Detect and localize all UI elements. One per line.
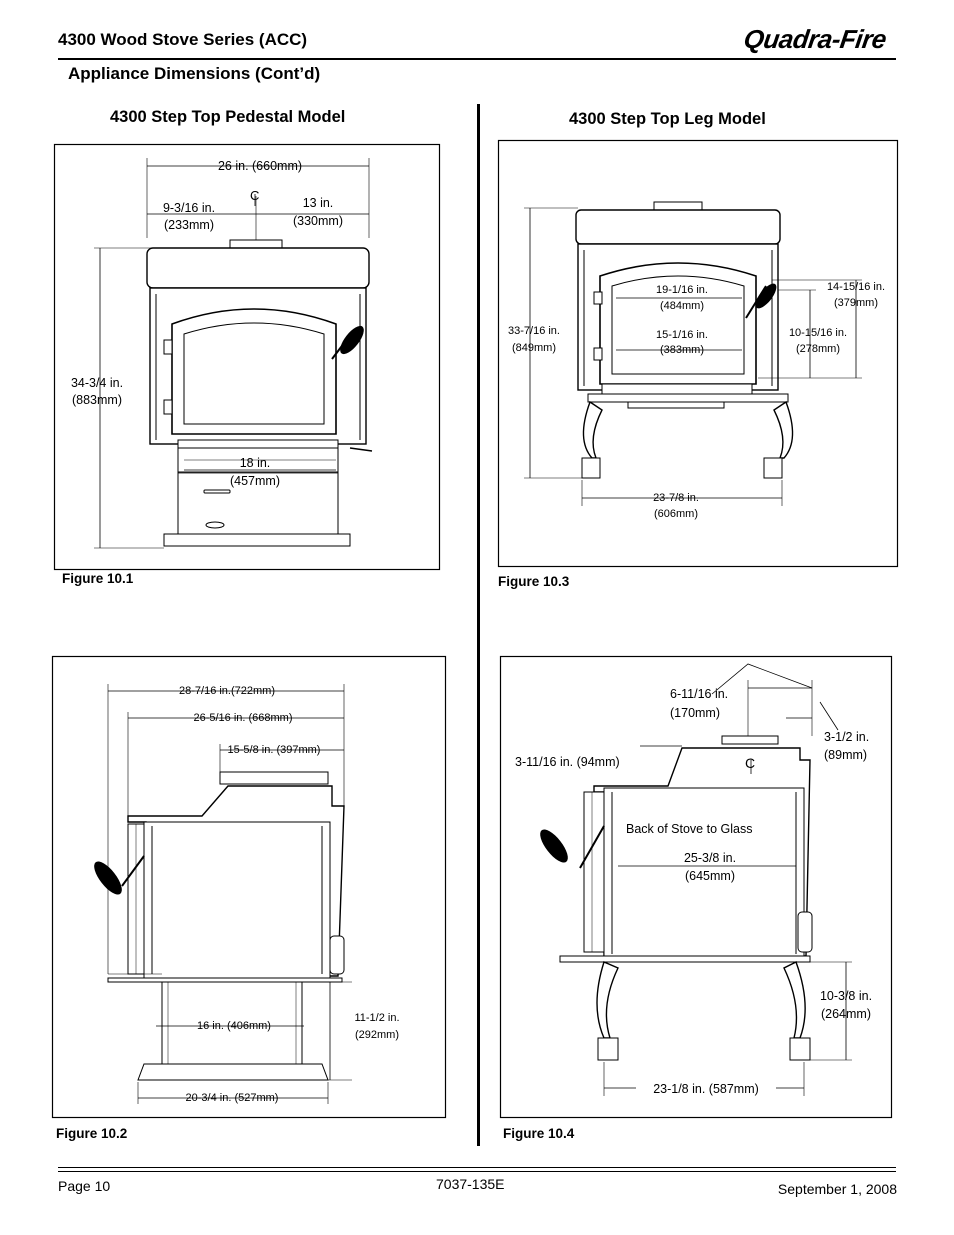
fig3-glass-w2-label-b: (383mm) xyxy=(659,344,704,356)
fig4-e-label-b: (264mm) xyxy=(820,1007,871,1021)
fig2-d3-label: 15-5/8 in. (397mm) xyxy=(227,744,321,756)
fig1-right-label-b: (330mm) xyxy=(292,214,343,228)
fig2-d2-label: 26-5/16 in. (668mm) xyxy=(193,712,293,724)
fig4-note-label: Back of Stove to Glass xyxy=(626,822,753,836)
fig1-left-label-a: 9-3/16 in. xyxy=(162,201,216,215)
footer-rule-1 xyxy=(58,1167,896,1168)
fig3-right1-label-b: (379mm) xyxy=(833,297,878,309)
fig2-d5-label-a: 11-1/2 in. xyxy=(354,1012,400,1024)
leg-model-heading: 4300 Step Top Leg Model xyxy=(569,110,766,128)
fig4-d-label-b: (645mm) xyxy=(684,869,735,883)
fig3-glass-w-label-a: 19-1/16 in. xyxy=(656,284,708,296)
fig1-right-label-a: 13 in. xyxy=(302,196,334,210)
figure-10-2-caption: Figure 10.2 xyxy=(56,1126,128,1141)
fig1-ash-label-a: 18 in. xyxy=(239,456,271,470)
fig1-left-label-b: (233mm) xyxy=(163,218,214,232)
fig1-width-label: 26 in. (660mm) xyxy=(217,159,303,173)
figure-10-4-drawing: C xyxy=(499,655,893,1119)
fig3-height-label-b: (849mm) xyxy=(511,342,556,354)
section-title: Appliance Dimensions (Cont’d) xyxy=(68,64,321,83)
figure-10-3-drawing xyxy=(497,139,899,568)
brand-logo: Quadra-Fire xyxy=(742,24,889,54)
figure-10-2-drawing xyxy=(51,655,447,1119)
document-title: 4300 Wood Stove Series (ACC) xyxy=(58,30,308,49)
fig3-right2-label-a: 10-15/16 in. xyxy=(788,327,848,339)
fig2-d5-label-b: (292mm) xyxy=(354,1029,399,1041)
fig2-d4-label: 16 in. (406mm) xyxy=(197,1020,271,1032)
fig4-f-label: 23-1/8 in. (587mm) xyxy=(636,1081,776,1097)
fig4-a-label-b: (170mm) xyxy=(670,706,721,720)
fig4-b-label-a: 3-1/2 in. xyxy=(824,730,870,744)
fig4-a-label-a: 6-11/16 in. xyxy=(670,687,729,701)
fig1-height-label-a: 34-3/4 in. xyxy=(70,376,124,390)
fig3-right2-label-b: (278mm) xyxy=(795,343,840,355)
fig3-glass-w-label-b: (484mm) xyxy=(659,300,704,312)
fig1-height-label-b: (883mm) xyxy=(71,393,122,407)
figure-10-4-caption: Figure 10.4 xyxy=(503,1126,575,1141)
fig4-d-label-a: 25-3/8 in. xyxy=(683,851,737,865)
fig4-b-label-b: (89mm) xyxy=(824,748,868,762)
figure-10-3-caption: Figure 10.3 xyxy=(498,574,570,589)
document-number: 7037-135E xyxy=(436,1176,505,1192)
fig3-height-label-a: 33-7/16 in. xyxy=(508,325,560,337)
fig1-ash-label-b: (457mm) xyxy=(229,474,280,488)
svg-text:C: C xyxy=(745,755,755,771)
fig4-c-label: 3-11/16 in. (94mm) xyxy=(515,755,620,769)
fig3-base-label-b: (606mm) xyxy=(653,508,698,520)
fig4-e-label-a: 10-3/8 in. xyxy=(819,989,873,1003)
fig2-d1-label: 28-7/16 in.(722mm) xyxy=(179,685,275,697)
column-divider xyxy=(477,104,480,1146)
fig3-base-label-a: 23-7/8 in. xyxy=(653,492,699,504)
figure-10-1-drawing: C xyxy=(53,143,441,571)
footer-rule-2 xyxy=(58,1171,896,1172)
fig2-d6-label: 20-3/4 in. (527mm) xyxy=(185,1092,279,1104)
header-rule xyxy=(58,58,896,60)
pedestal-model-heading: 4300 Step Top Pedestal Model xyxy=(110,108,346,126)
fig3-glass-w2-label-a: 15-1/16 in. xyxy=(656,329,708,341)
footer-date: September 1, 2008 xyxy=(777,1181,897,1197)
fig3-right1-label-a: 14-15/16 in. xyxy=(826,281,886,293)
page-number: Page 10 xyxy=(58,1178,111,1194)
figure-10-1-caption: Figure 10.1 xyxy=(62,571,134,586)
